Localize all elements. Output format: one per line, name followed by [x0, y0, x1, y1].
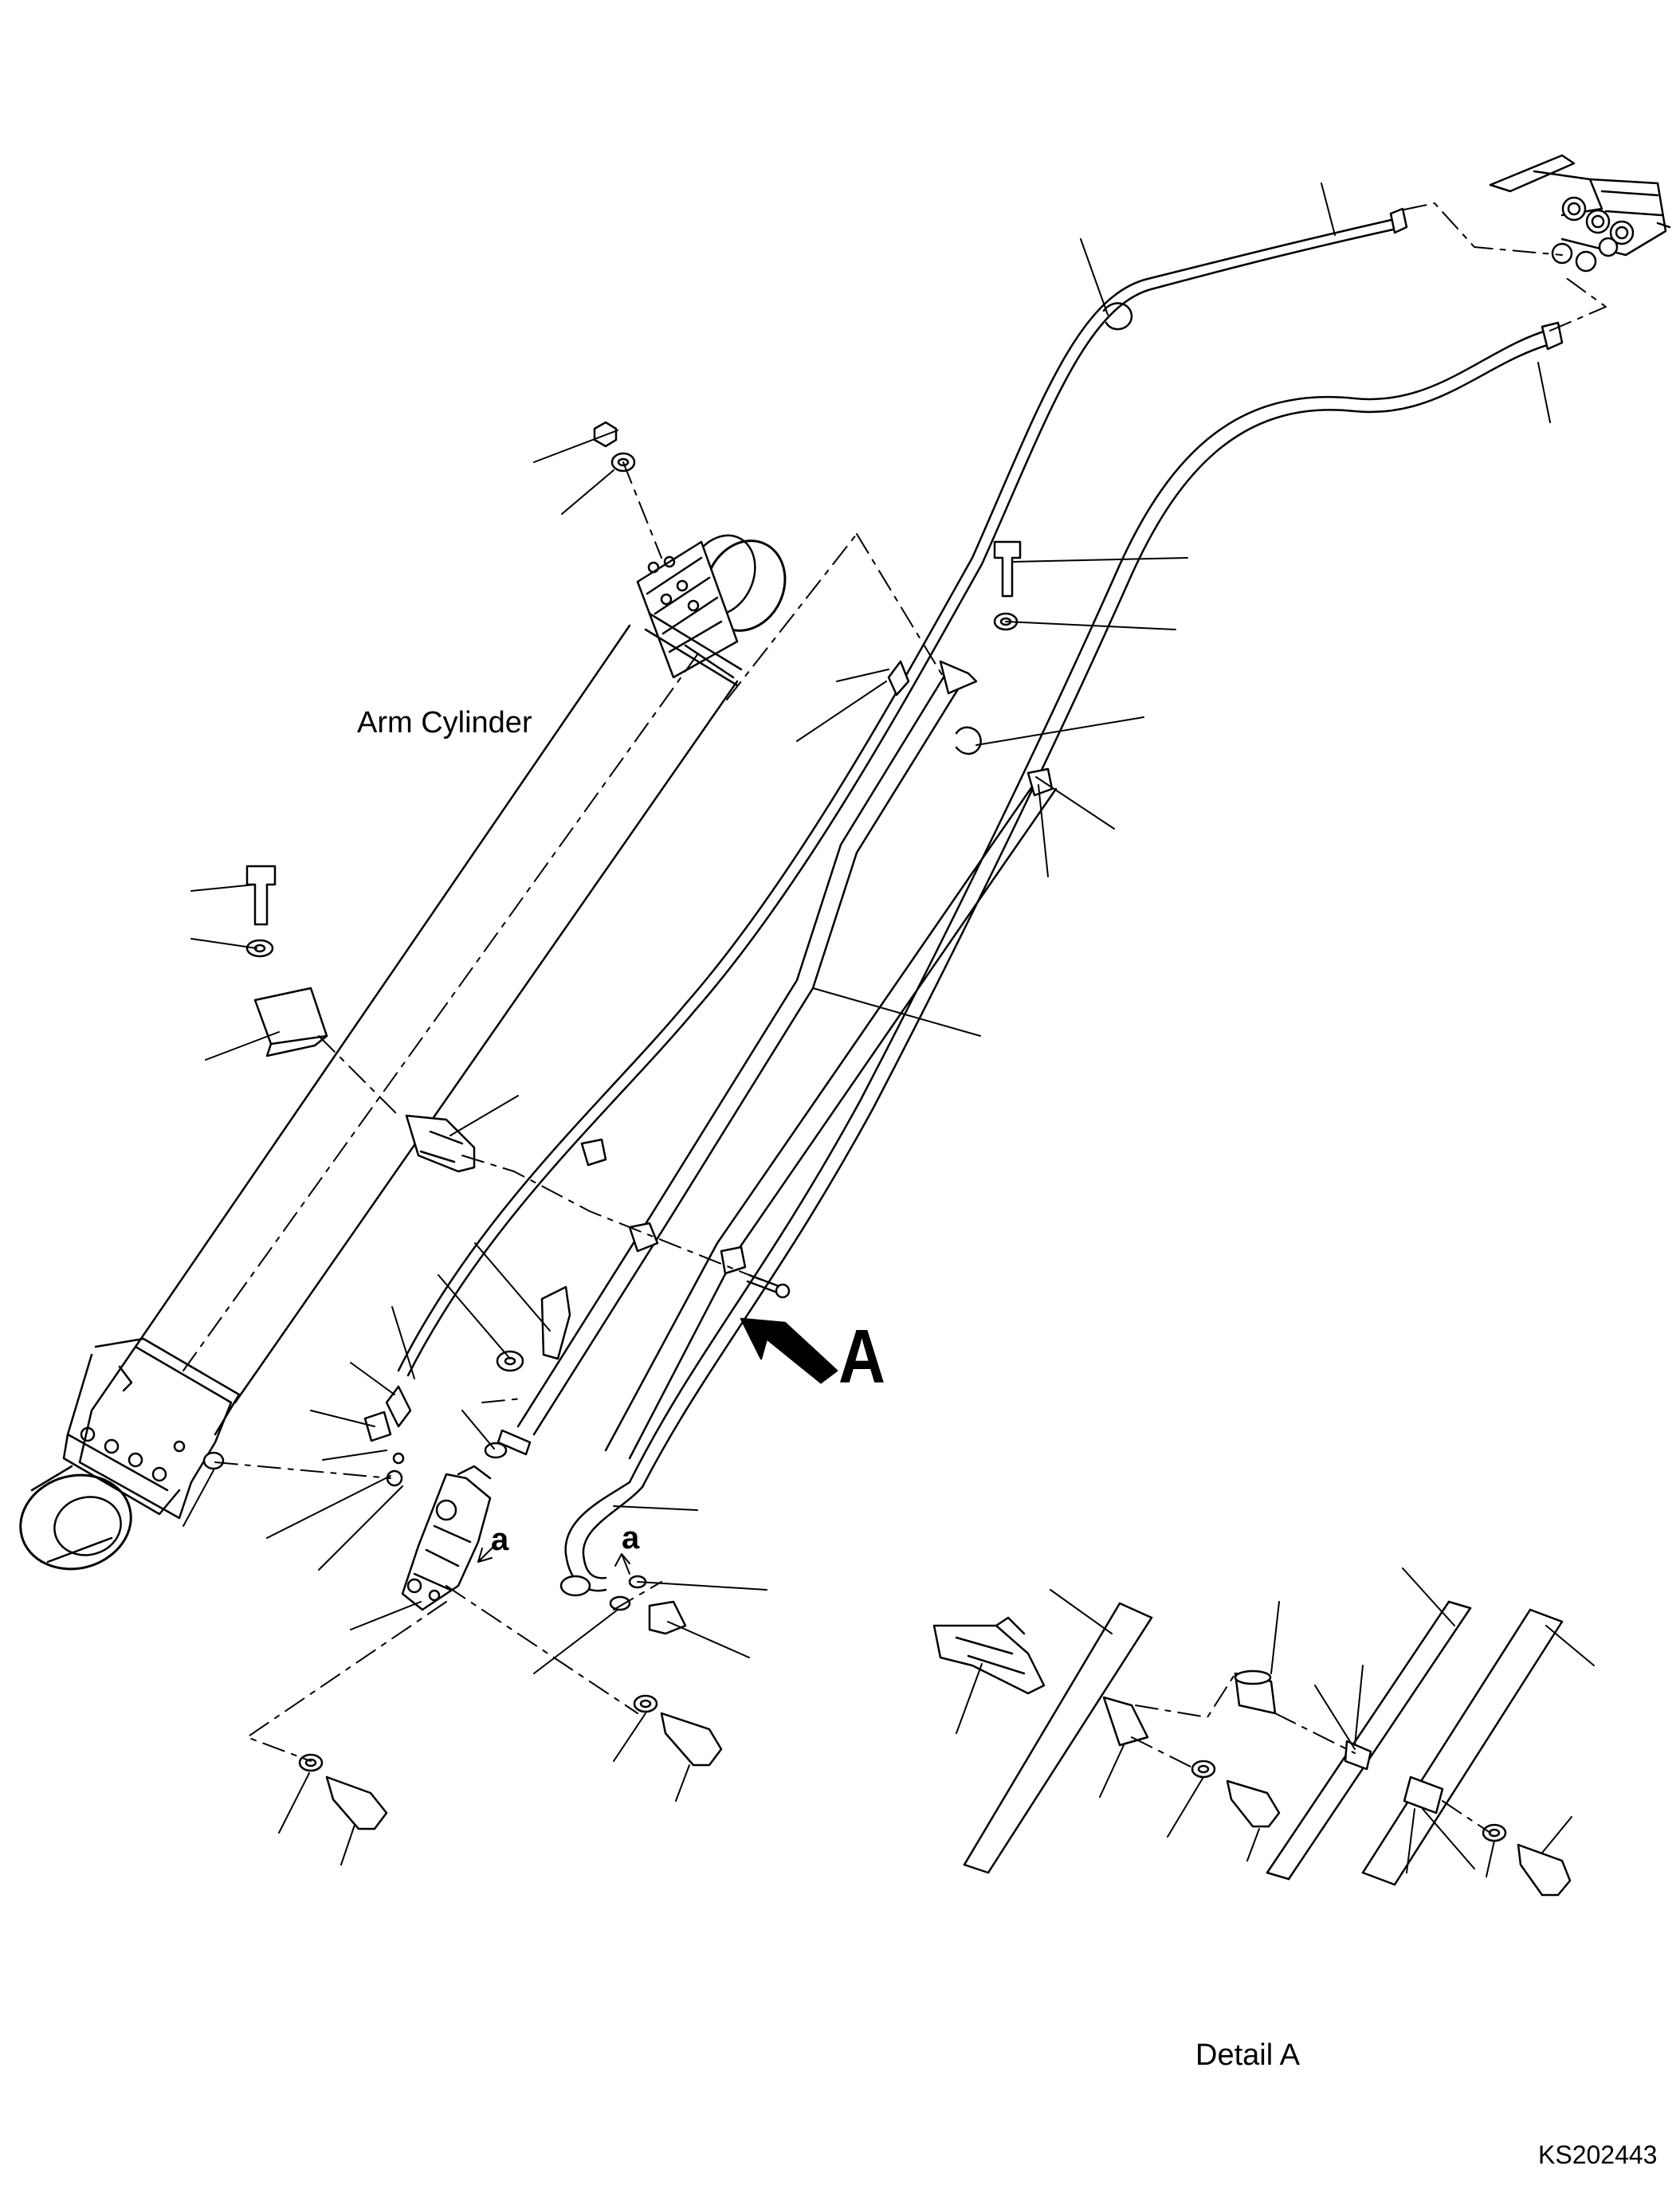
drawing-number: KS202443 [1538, 2140, 1658, 2169]
hose-upper [397, 207, 1408, 1377]
hose-clamps [580, 302, 1133, 1275]
detail-a-label: Detail A [1195, 2038, 1300, 2072]
port-a-label-left: a [491, 1522, 509, 1557]
assembly-lines [214, 202, 1607, 1762]
arm-cylinder [19, 533, 949, 1571]
hose-lower [559, 321, 1564, 1597]
detail-a-view [932, 1567, 1595, 1897]
control-valve-block [1489, 154, 1671, 273]
leader-lines [183, 182, 1551, 1866]
arm-cylinder-label: Arm Cylinder [357, 706, 532, 740]
tube-middle [497, 660, 978, 1456]
safety-valve [401, 1465, 492, 1611]
view-arrow-label: A [838, 1314, 885, 1399]
tube-long [604, 779, 1058, 1460]
hardware-fittings [202, 421, 1022, 1830]
view-arrow-icon [740, 1317, 838, 1384]
port-a-label-right: a [622, 1520, 640, 1556]
